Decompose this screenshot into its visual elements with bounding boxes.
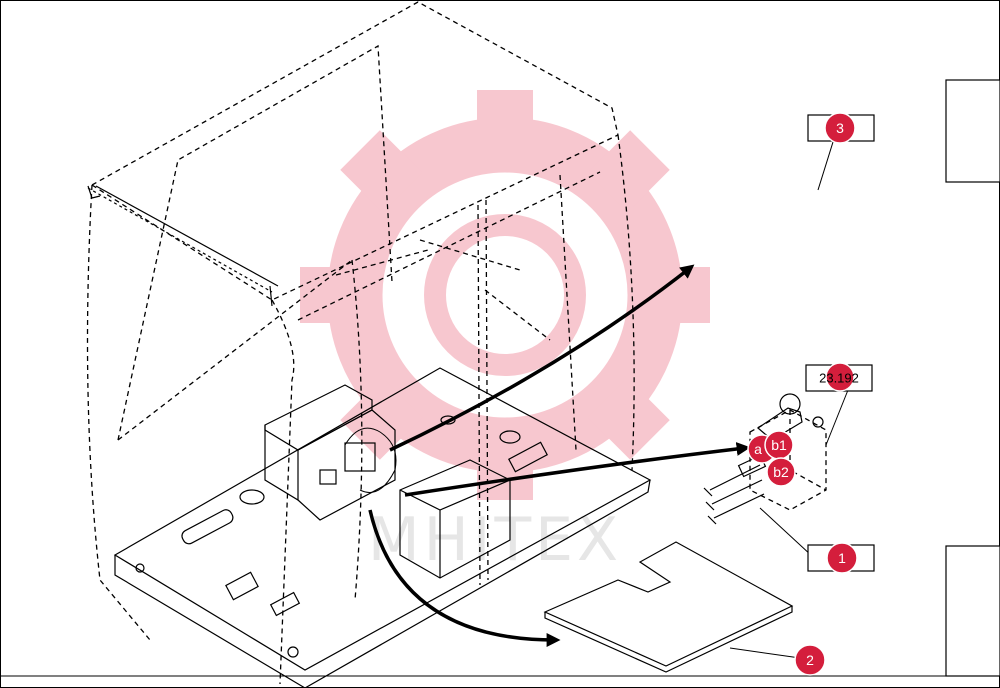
roof-rail <box>87 185 279 307</box>
callout-2-badge <box>794 644 826 676</box>
floor-mat <box>543 541 794 673</box>
floor-plate <box>113 367 652 688</box>
leader-lines <box>729 141 851 659</box>
callout-1-badge <box>826 542 858 574</box>
callout-a-label: a <box>754 441 762 457</box>
watermark-gear-icon <box>300 90 710 500</box>
callout-3[interactable]: 3 <box>807 112 875 144</box>
callout-b1-label: b1 <box>771 437 787 453</box>
callout-b2-label: b2 <box>773 464 789 480</box>
callout-b1[interactable]: b1 <box>764 430 794 460</box>
console-boxes <box>264 384 511 579</box>
callout-b2-badge <box>766 457 796 487</box>
callout-b2[interactable]: b2 <box>766 457 796 487</box>
callout-ref-badge <box>825 362 855 392</box>
callout-ref[interactable]: 23.192 <box>805 362 873 392</box>
watermark-text: MHITEX <box>368 505 622 575</box>
callout-ref-label: 23.192 <box>819 371 859 386</box>
callout-1[interactable]: 1 <box>807 542 875 574</box>
callout-2-label: 2 <box>806 652 814 668</box>
cab-outline <box>86 1 635 685</box>
callout-2[interactable]: 2 <box>794 644 826 676</box>
callout-3-badge <box>824 112 856 144</box>
side-tab-top <box>945 79 1000 183</box>
valve-assembly <box>703 393 827 525</box>
callout-3-label: 3 <box>836 120 844 136</box>
callout-1-label: 1 <box>838 550 846 566</box>
side-tab-bottom <box>945 545 1000 677</box>
callout-arrows <box>344 264 751 647</box>
